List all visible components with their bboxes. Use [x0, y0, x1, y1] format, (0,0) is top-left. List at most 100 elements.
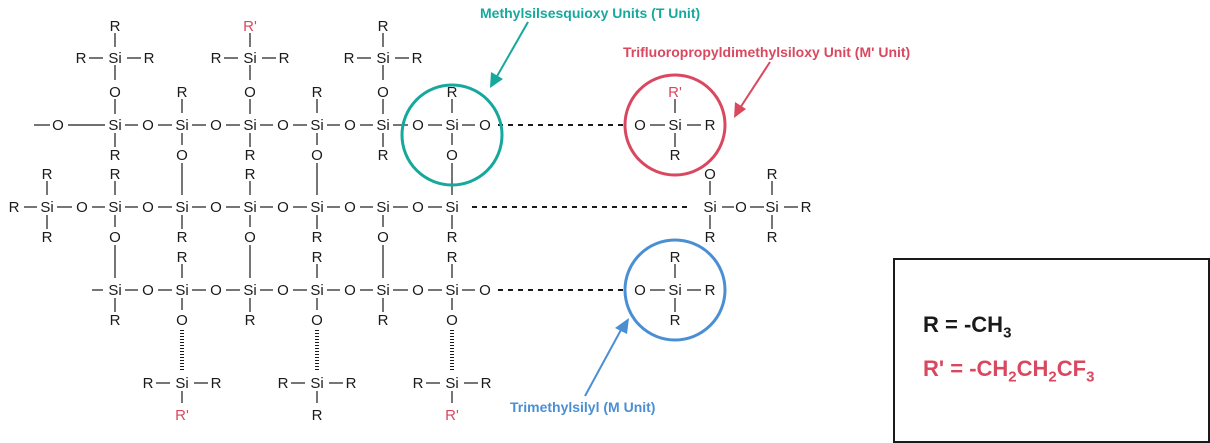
atom: Si — [108, 199, 121, 216]
t-unit-arrow-line — [495, 21, 529, 79]
atom: O — [277, 199, 289, 216]
atom: Si — [376, 282, 389, 299]
legend-rp-mid1: CH — [1016, 356, 1049, 381]
atom-r: R — [245, 312, 256, 329]
atom-si: Si — [668, 282, 681, 299]
atom-r: R — [110, 312, 121, 329]
atom: Si — [376, 117, 389, 134]
atom-top: R — [110, 18, 121, 35]
m-prime-unit-circle — [623, 73, 727, 177]
atom-si: Si — [765, 199, 778, 216]
atom: O — [142, 199, 154, 216]
atom-r: R — [670, 312, 681, 329]
atom-r: R — [76, 50, 87, 67]
atom-si: Si — [703, 199, 716, 216]
atom: O — [210, 282, 222, 299]
atom: Si — [175, 199, 188, 216]
atom-r: R — [447, 84, 458, 101]
atom: O — [76, 199, 88, 216]
atom-r: R — [378, 312, 389, 329]
atom: O — [142, 117, 154, 134]
atom: Si — [445, 117, 458, 134]
legend-box: R = -CH3 R' = -CH2CH2CF3 — [893, 258, 1210, 443]
atom-r: R — [143, 375, 154, 392]
atom: Si — [310, 282, 323, 299]
atom: Si — [40, 199, 53, 216]
atom-r: R — [245, 166, 256, 183]
atom-r: R — [767, 229, 778, 246]
m-unit-label: Trimethylsilyl (M Unit) — [510, 399, 655, 415]
atom-r: R — [279, 50, 290, 67]
atom-o: O — [446, 147, 458, 164]
legend-rp-mid2: CF — [1056, 356, 1087, 381]
atom: Si — [108, 117, 121, 134]
atom-r: R — [801, 199, 812, 216]
bond-lines — [24, 33, 798, 403]
atom: Si — [175, 117, 188, 134]
atom-r: R — [312, 84, 323, 101]
legend-rprime-definition: R' = -CH2CH2CF3 — [923, 356, 1094, 385]
atom-si: Si — [668, 117, 681, 134]
legend-r-text: R = -CH — [923, 312, 1004, 337]
atom-top: R — [378, 18, 389, 35]
atom-r: R — [412, 50, 423, 67]
atom-r: R — [211, 375, 222, 392]
legend-r-definition: R = -CH3 — [923, 312, 1011, 341]
atom-si: Si — [376, 50, 389, 67]
atom: Si — [376, 199, 389, 216]
atom: Si — [445, 199, 458, 216]
m-prime-arrow-head — [734, 102, 746, 118]
atom-r: R — [42, 166, 53, 183]
atom-o: O — [446, 312, 458, 329]
atom: Si — [175, 282, 188, 299]
atom: O — [479, 282, 491, 299]
legend-rp-sub1: 2 — [1008, 368, 1017, 386]
atom-o: O — [109, 229, 121, 246]
atom-r: R — [344, 50, 355, 67]
atom-r: R — [705, 282, 716, 299]
atom-r: R — [177, 229, 188, 246]
atom-bottom: R' — [175, 407, 189, 424]
atom-r: R — [481, 375, 492, 392]
t-unit-label: Methylsilsesquioxy Units (T Unit) — [480, 5, 700, 21]
atom: O — [210, 117, 222, 134]
atom-r: R — [177, 84, 188, 101]
atom: O — [142, 282, 154, 299]
atom: O — [210, 199, 222, 216]
atom-r: R — [245, 147, 256, 164]
atom: O — [479, 117, 491, 134]
atom-r: R — [670, 147, 681, 164]
atom-o: O — [704, 166, 716, 183]
atom-r: R — [110, 147, 121, 164]
atom-r: R — [447, 229, 458, 246]
atom-r: R — [211, 50, 222, 67]
m-unit-circle — [623, 238, 727, 342]
atom: O — [412, 282, 424, 299]
legend-rp-sub3: 3 — [1086, 368, 1095, 386]
atom-r: R — [670, 249, 681, 266]
atom-r: R — [413, 375, 424, 392]
atom-r: R — [110, 166, 121, 183]
atom: Si — [310, 117, 323, 134]
atom: Si — [310, 199, 323, 216]
atom-r: R — [705, 117, 716, 134]
atom-o: O — [377, 84, 389, 101]
atom-r: R — [312, 249, 323, 266]
atom-o: O — [634, 117, 646, 134]
atom-o: O — [244, 229, 256, 246]
atom: O — [277, 282, 289, 299]
legend-rp-sub2: 2 — [1048, 368, 1057, 386]
atom-o: O — [311, 147, 323, 164]
atom-r: R — [177, 249, 188, 266]
atom-r: R — [312, 229, 323, 246]
atom-si: Si — [310, 375, 323, 392]
atom-o: O — [634, 282, 646, 299]
atom-o: O — [176, 147, 188, 164]
atom: O — [412, 117, 424, 134]
atom-si: Si — [243, 50, 256, 67]
atom: Si — [108, 282, 121, 299]
m-prime-unit-label: Trifluoropropyldimethylsiloxy Unit (M' U… — [623, 44, 910, 60]
atom-o: O — [244, 84, 256, 101]
